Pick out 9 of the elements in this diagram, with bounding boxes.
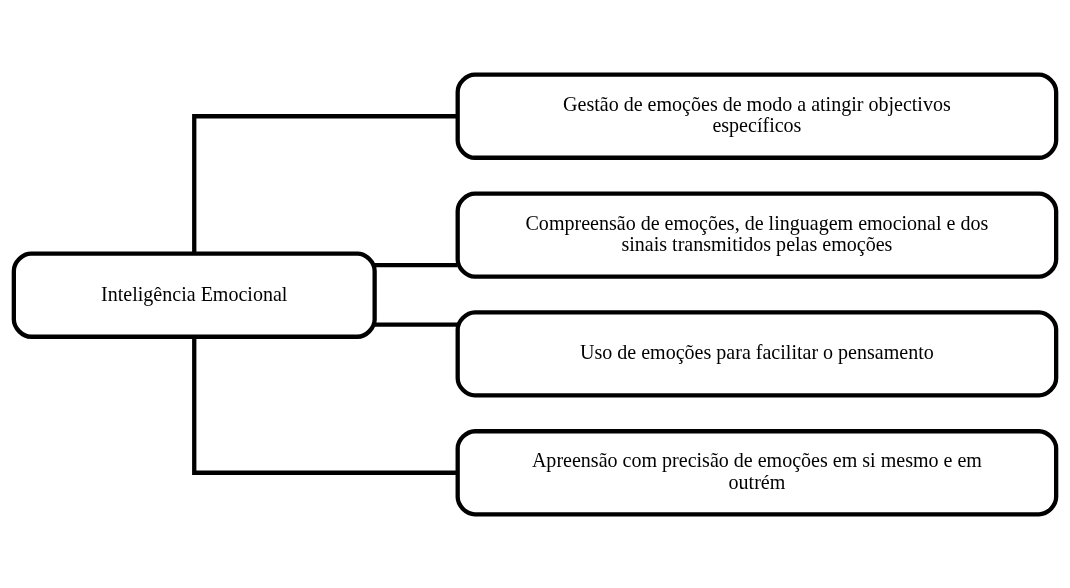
- connector: [375, 321, 458, 327]
- node-box: Compreensão de emoções, de linguagem emocional e dos sinais transmitidos pelas emoções: [455, 190, 1059, 279]
- node-box: Uso de emoções para facilitar o pensamento: [455, 309, 1059, 398]
- node-box: Inteligência Emocional: [11, 251, 377, 339]
- connector: [192, 113, 458, 253]
- node-box: Gestão de emoções de modo a atingir objectivos específicos: [455, 72, 1059, 160]
- connector: [375, 262, 458, 267]
- connector: [192, 336, 458, 475]
- node-box: Apreensão com precisão de emoções em si mesmo e em outrém: [455, 428, 1059, 516]
